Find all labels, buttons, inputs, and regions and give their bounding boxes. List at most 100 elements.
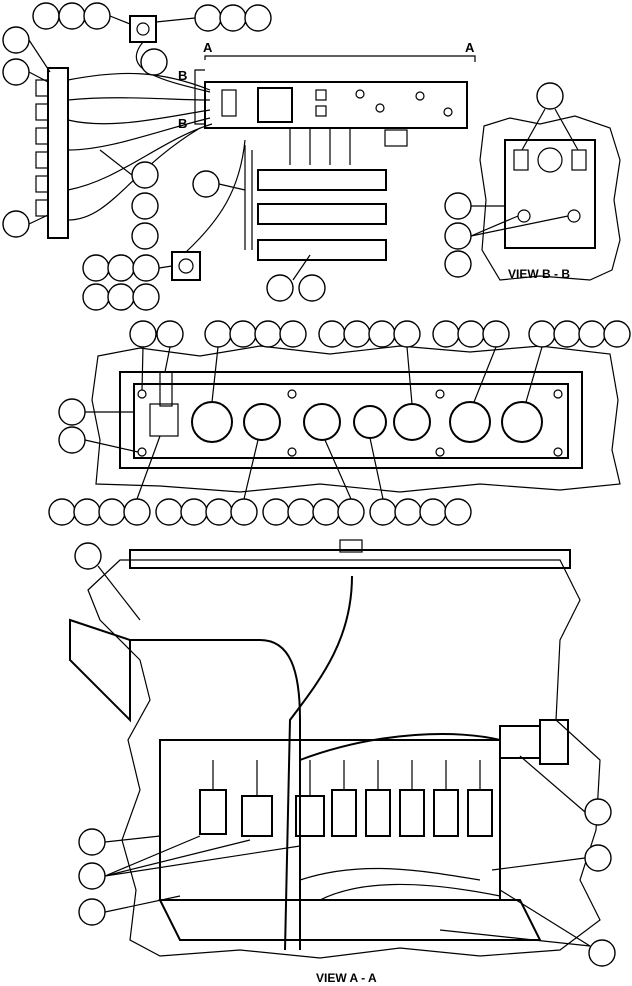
callout [194,4,222,32]
callout [48,498,76,526]
view-b-connector [537,147,563,173]
callout [78,898,106,926]
callout [419,498,447,526]
callout [2,58,30,86]
leader-line [155,17,196,23]
callout [58,2,86,30]
panel-screw [435,389,445,399]
callout [457,320,485,348]
view-b-title: VIEW B - B [508,267,570,281]
leader-line [104,835,161,843]
leader-line [324,439,352,500]
connector-panel [48,320,631,526]
callout [528,320,556,348]
leader-line [28,39,51,73]
view-a-a: VIEW A - A [69,539,616,985]
panel-plug [384,129,408,147]
callout [287,498,315,526]
view-b-fastener [567,209,581,223]
leader-line [554,108,579,151]
callout [536,82,564,110]
panel-switch [315,105,327,117]
view-a-cable [299,733,501,761]
wire [289,128,351,165]
view-b-breakout [479,115,621,281]
callout [337,498,365,526]
view-a-breakout [87,559,601,959]
section-mark-b-bottom: B [178,116,187,131]
view-b-b: VIEW B - B [444,82,621,281]
callout [432,320,460,348]
leader-line [470,215,569,237]
callout [74,542,102,570]
wire [67,123,213,191]
strip-pin [35,175,49,193]
leader-line [439,929,591,947]
callout [123,498,151,526]
leader-line [519,755,586,813]
callout [132,254,160,282]
callout [444,250,472,278]
callout [2,210,30,238]
panel-screw [137,447,147,457]
strip-pin [35,103,49,121]
callout [553,320,581,348]
panel-screw [435,447,445,457]
leader-lines-middle [84,346,543,500]
view-a-base [158,899,542,941]
view-a-enclosure [159,739,501,901]
view-a-bracket [69,618,131,723]
callout [279,320,307,348]
wire [67,117,211,151]
panel-screw [553,389,563,399]
terminal-block-1 [257,169,387,191]
view-b-clip [513,149,529,171]
callout [107,254,135,282]
callout [244,4,272,32]
callout [229,320,257,348]
connector-face [136,22,150,36]
view-a-title: VIEW A - A [316,971,377,985]
callout [131,192,159,220]
view-b-plate [504,139,596,249]
section-mark-b-top: B [178,68,187,83]
leader-line [211,346,219,403]
panel-receptacle [303,403,341,441]
view-a-plug [241,795,273,837]
panel-plate [133,383,569,459]
callout [204,320,232,348]
callout [98,498,126,526]
callout [2,26,30,54]
callout [588,939,616,967]
leader-line [84,439,139,453]
panel-receptacle [393,403,431,441]
callout [444,222,472,250]
panel-receptacle [353,405,387,439]
callout [394,498,422,526]
callout [230,498,258,526]
view-a-loose-wires [299,867,501,901]
panel-receptacle [191,401,233,443]
callout [131,222,159,250]
leader-line [104,845,301,877]
callout [192,170,220,198]
small-connector-bottom [171,251,201,281]
callout [107,283,135,311]
view-a-conduit [284,575,353,951]
callout [129,320,157,348]
callout [58,398,86,426]
section-line-a [204,55,476,62]
panel-receptacle [501,401,543,443]
callouts-bottom [74,542,616,967]
leader-line [104,895,181,913]
leader-line [218,183,246,191]
callout [482,320,510,348]
callout [83,2,111,30]
leader-line [158,265,173,269]
section-line-b [194,69,205,125]
view-b-clip [571,149,587,171]
panel-screw [553,447,563,457]
view-a-conduit [130,639,301,950]
callout [73,498,101,526]
